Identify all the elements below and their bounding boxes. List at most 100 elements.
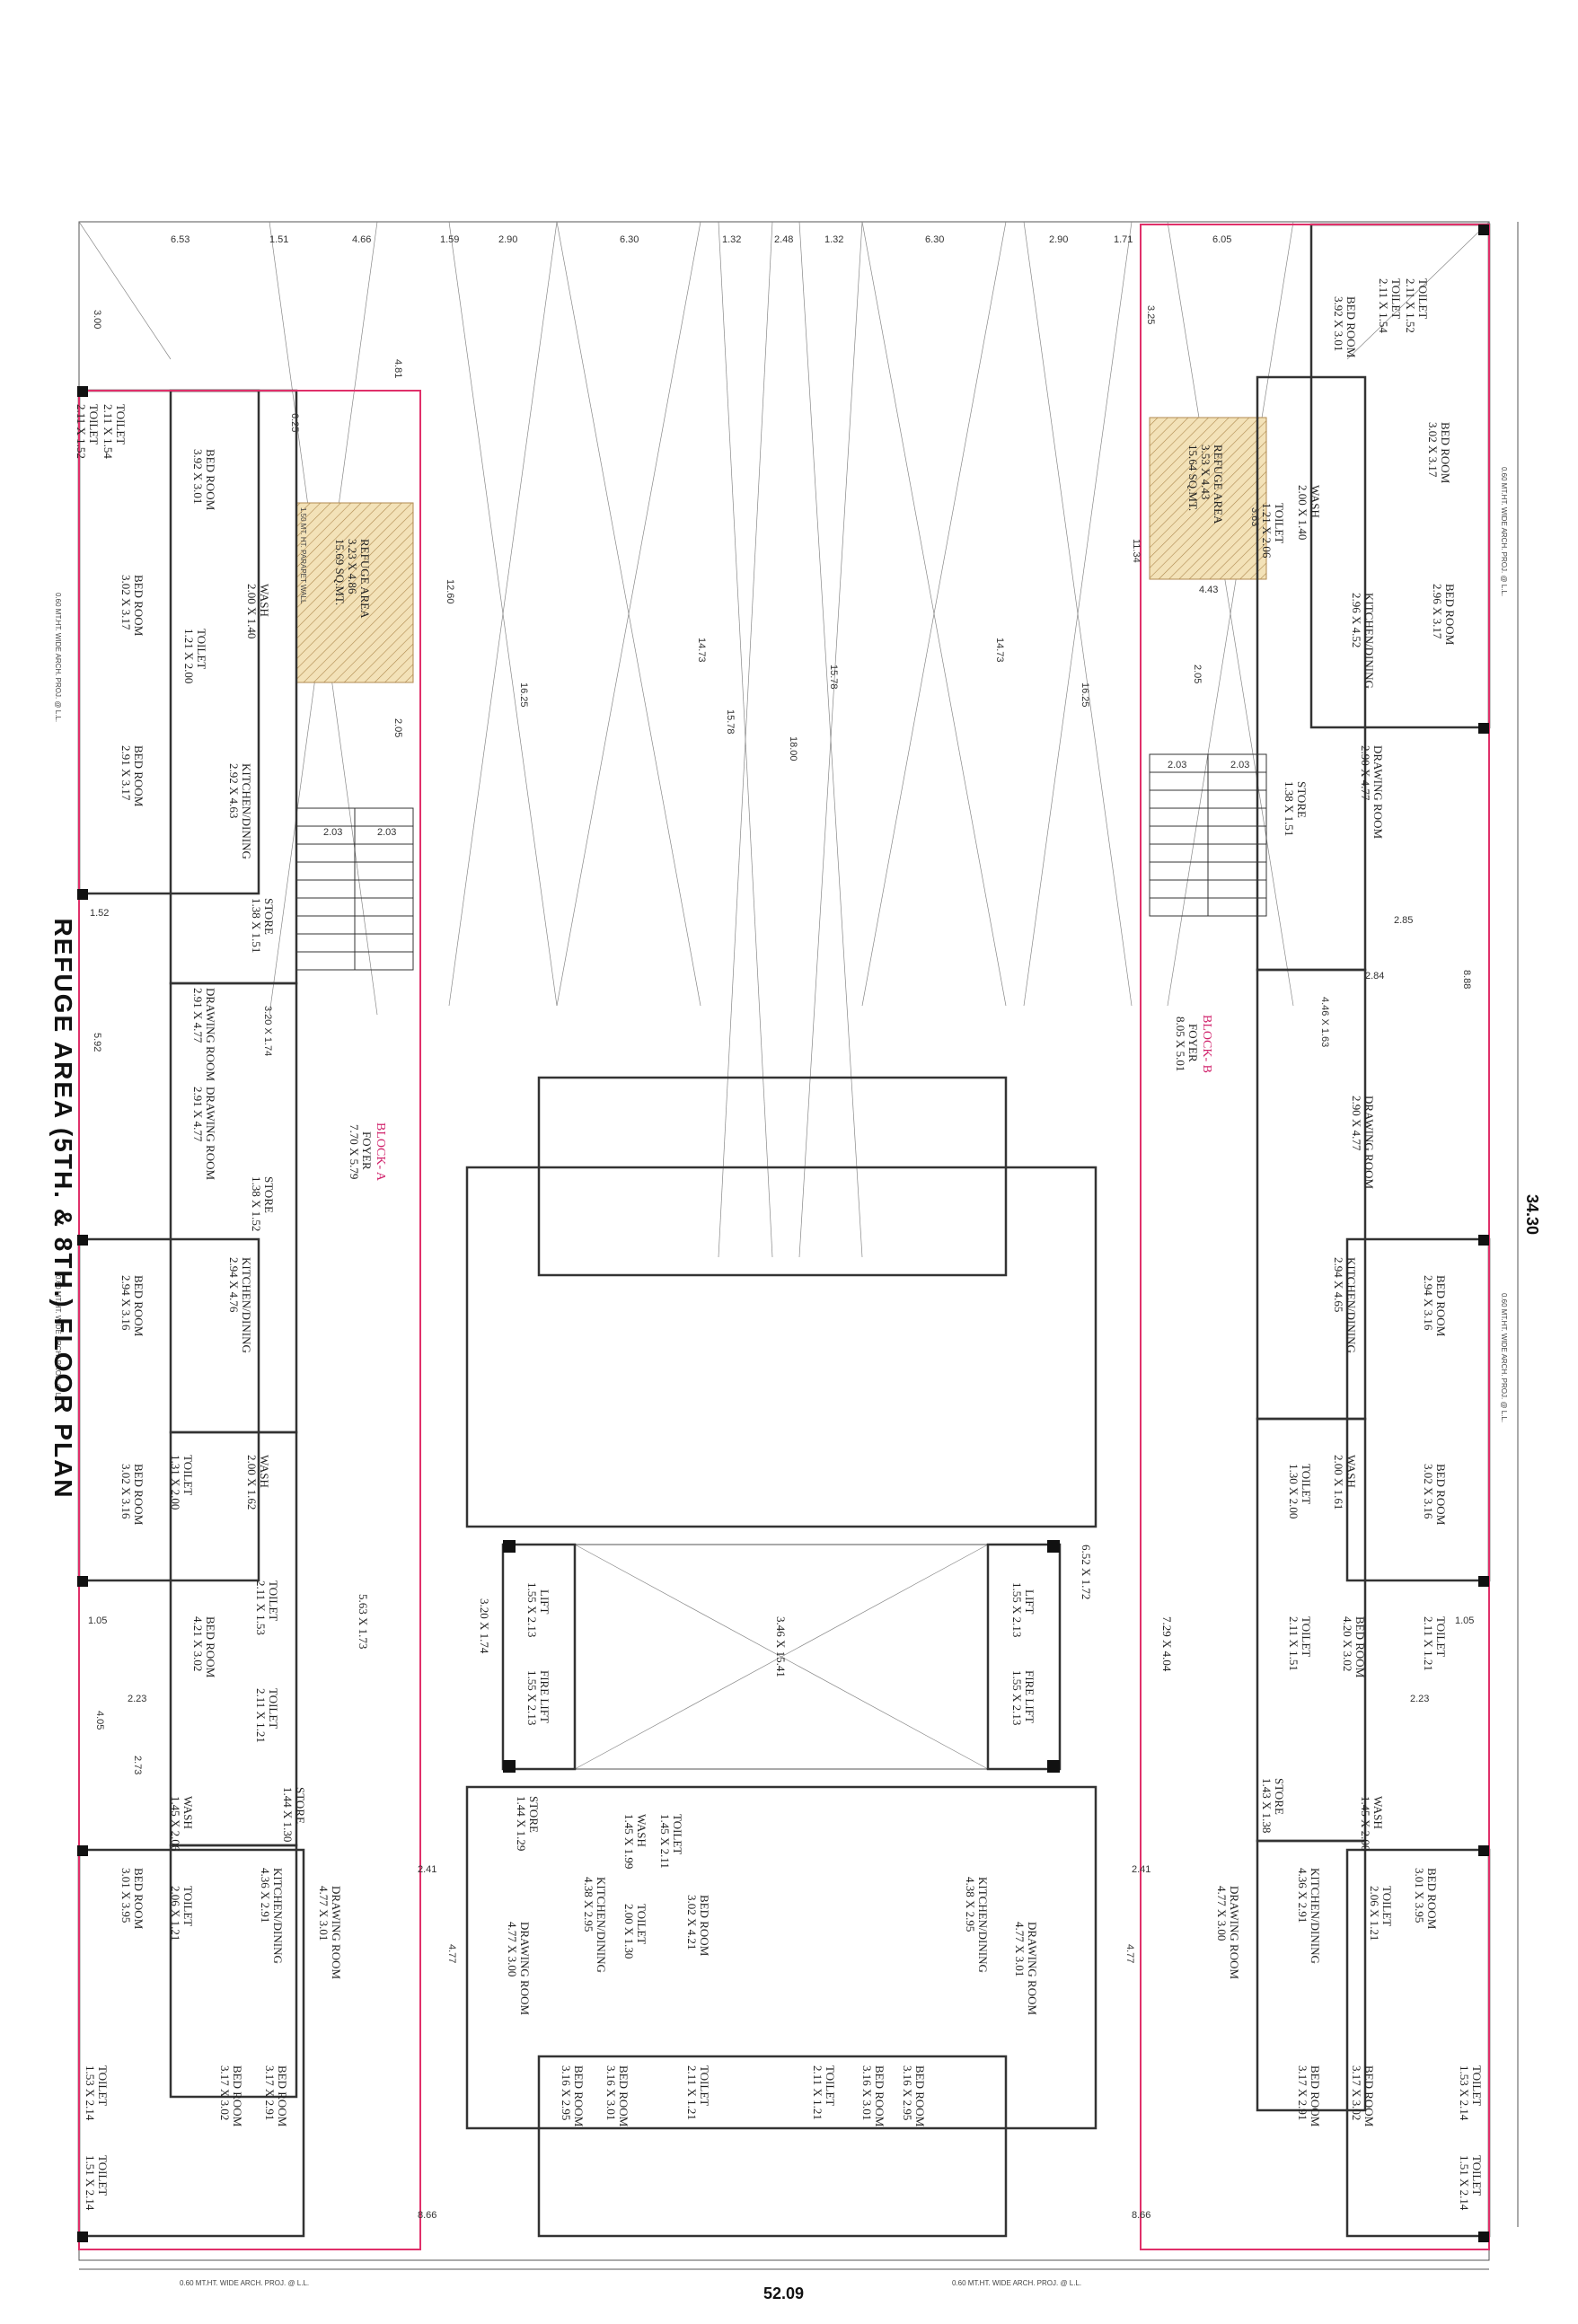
dim-label: 1.05 <box>88 1615 107 1626</box>
dim-label: 2.03 <box>1230 760 1249 770</box>
room-dim: 2.94 X 3.16 <box>119 1275 133 1331</box>
overall-length: 52.09 <box>763 2284 804 2302</box>
room-name: TOILET <box>87 404 101 445</box>
room-name: DRAWING ROOM <box>1026 1922 1039 2015</box>
dim-label: 1.51 <box>269 234 288 245</box>
dim-label: 2.05 <box>1192 665 1203 683</box>
refuge-b-label: REFUGE AREA 3.53 X 4.43 15.64 SQ.MT. <box>1186 445 1225 524</box>
dim-label: 6.53 <box>171 234 190 245</box>
room-name: STORE <box>527 1796 541 1833</box>
room-name: KITCHEN/DINING <box>271 1868 285 1964</box>
room-name: TOILET <box>1300 1616 1313 1657</box>
room-dim: 1.21 X 2.00 <box>182 629 196 683</box>
room-name: BED ROOM <box>572 2065 586 2127</box>
room-name: BED ROOM <box>1434 1464 1448 1526</box>
refuge-area: 15.64 SQ.MT. <box>1186 445 1200 511</box>
room-dim: 1.51 X 2.14 <box>84 2155 97 2211</box>
foyer-dim: 8.05 X 5.01 <box>1174 1017 1187 1071</box>
room-name: TOILET <box>824 2065 837 2106</box>
room-dim: 1.30 X 2.00 <box>1287 1464 1300 1519</box>
foyer-dim: 7.70 X 5.79 <box>348 1124 361 1179</box>
refuge-a-label: REFUGE AREA 3.23 X 4.86 15.69 SQ.MT. <box>333 539 372 619</box>
room-dim: 2.91 X 4.77 <box>191 988 205 1043</box>
dim-label: 14.73 <box>994 638 1005 663</box>
room-dim: 3.17 X 3.02 <box>1350 2065 1363 2120</box>
room-name: DRAWING ROOM <box>330 1886 343 1979</box>
room-name: BED ROOM <box>132 1275 145 1337</box>
room-dim: 1.53 X 2.14 <box>84 2065 97 2121</box>
room-name: KITCHEN/DINING <box>595 1877 608 1973</box>
arch-note: 0.60 MT.HT. WIDE ARCH. PROJ. @ L.L. <box>952 2279 1081 2287</box>
room-dim: 1.45 X 1.99 <box>622 1814 636 1869</box>
arch-note: 0.60 MT.HT. WIDE ARCH. PROJ. @ L.L. <box>54 593 62 722</box>
room-name: BED ROOM <box>132 1868 145 1930</box>
room-name: DRAWING ROOM <box>518 1922 532 2015</box>
dim-label: 8.88 <box>1461 970 1472 989</box>
block-a-wing <box>77 389 421 2250</box>
dim-label: 4.77 <box>446 1944 457 1963</box>
top-dimensions: 6.53 1.51 4.66 1.59 2.90 6.30 1.32 2.48 … <box>171 234 1231 245</box>
page-title: REFUGE AREA (5TH. & 8TH.) FLOOR PLAN <box>49 918 77 1500</box>
room-name: TOILET <box>114 404 128 445</box>
room-dim: 1.44 X 1.29 <box>515 1796 528 1851</box>
stair-b <box>1149 753 1267 917</box>
dim-label: 6.30 <box>620 234 639 245</box>
lift-dim: 1.55 X 2.13 <box>1010 1582 1024 1637</box>
dim-label: 16.25 <box>518 682 529 708</box>
room-dim: 4.77 X 3.00 <box>1215 1886 1229 1941</box>
dim-label: 4.05 <box>94 1711 105 1730</box>
room-dim: 3.17 X 2.91 <box>1296 2065 1309 2120</box>
dim-label: 2.05 <box>392 718 403 737</box>
room-dim: 2.90 X 4.77 <box>1350 1096 1363 1151</box>
room-dim: 2.00 X 1.40 <box>1296 485 1309 540</box>
room-name: BED ROOM <box>132 745 145 807</box>
room-name: STORE <box>262 898 276 935</box>
room-dim: 4.36 X 2.91 <box>259 1868 272 1923</box>
room-name: TOILET <box>1273 503 1286 543</box>
dim-label: 12.60 <box>445 579 455 604</box>
room-dim: 3.92 X 3.01 <box>1332 296 1345 351</box>
room-name: WASH <box>181 1796 195 1829</box>
lobby-dim: 7.29 X 4.04 <box>1160 1616 1174 1672</box>
room-name: BED ROOM <box>132 575 145 637</box>
room-name: BED ROOM <box>873 2065 886 2127</box>
dim-label: 2.41 <box>418 1864 436 1875</box>
block-b-label: BLOCK- B FOYER 8.05 X 5.01 <box>1174 1015 1213 1073</box>
foyer-label: FOYER <box>1186 1024 1200 1062</box>
room-dim: 1.21 X 2.06 <box>1260 503 1274 559</box>
fire-lift-label: FIRE LIFT <box>1023 1670 1036 1723</box>
dim-label: 2.73 <box>132 1756 143 1774</box>
arch-note: 0.60 MT.HT. WIDE ARCH. PROJ. @ L.L. <box>54 1275 62 1404</box>
room-name: KITCHEN/DINING <box>1362 593 1376 689</box>
room-name: BED ROOM <box>913 2065 927 2127</box>
room-dim: 2.11 X 1.52 <box>1404 278 1417 333</box>
room-name: BED ROOM <box>231 2065 244 2127</box>
room-name: WASH <box>1344 1455 1358 1488</box>
room-dim: 2.00 X 1.40 <box>245 584 259 638</box>
room-name: TOILET <box>1380 1886 1394 1926</box>
room-dim: 3.16 X 3.01 <box>860 2065 874 2120</box>
lift-label: LIFT <box>1023 1589 1036 1615</box>
dim-label: 2.90 <box>1049 234 1068 245</box>
refuge-label: REFUGE AREA <box>358 539 372 619</box>
room-dim: 2.00 X 1.30 <box>622 1904 636 1959</box>
passage-dim: 3.20 X 1.74 <box>478 1598 491 1654</box>
room-name: TOILET <box>1300 1464 1313 1504</box>
room-dim: 2.96 X 4.52 <box>1350 593 1363 647</box>
dim-label: 1.52 <box>90 908 109 919</box>
room-dim: 3.02 X 3.16 <box>1422 1464 1435 1519</box>
room-dim: 3.16 X 2.95 <box>901 2065 914 2120</box>
dim-label: 1.59 <box>440 234 459 245</box>
parapet-note: 1.50 MT. HT. PARAPET WALL <box>299 507 307 604</box>
room-name: TOILET <box>96 2065 110 2106</box>
room-name: BED ROOM <box>1443 584 1457 646</box>
refuge-dim: 3.23 X 4.86 <box>346 539 359 594</box>
room-name: TOILET <box>1389 278 1403 319</box>
lobby-dim: 5.63 X 1.73 <box>357 1594 370 1649</box>
dim-label: 15.78 <box>725 709 736 735</box>
room-name: STORE <box>1295 781 1309 818</box>
room-name: TOILET <box>96 2155 110 2196</box>
dim-label: 3.63 <box>1249 507 1260 526</box>
room-dim: 2.06 X 1.21 <box>169 1886 182 1941</box>
